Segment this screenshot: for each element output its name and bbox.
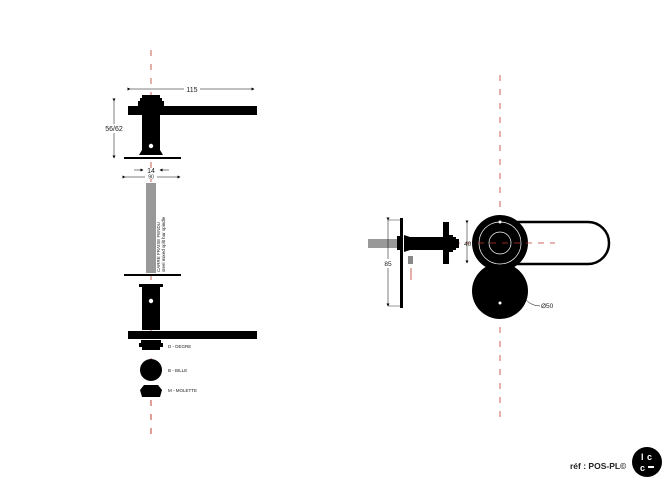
- spindle-label-en: steel mixed split bar spindle: [161, 216, 166, 272]
- dim-side-height: 85: [384, 261, 392, 268]
- dim-front-height: 40: [464, 241, 472, 248]
- rose-plate-bottom: [124, 274, 181, 276]
- finial-label-molette: M - MOLETTE: [168, 388, 197, 393]
- grub-screw: [408, 256, 413, 264]
- rose-front: [472, 263, 528, 319]
- lever-hub-front: [472, 215, 528, 271]
- finial-label-bille: B - BILLE: [168, 368, 187, 373]
- lever-neck-bottom: [142, 287, 160, 330]
- dim-rose: 90: [148, 175, 154, 181]
- spindle-side: [368, 239, 399, 248]
- svg-text:c: c: [647, 452, 652, 462]
- svg-text:l: l: [641, 452, 644, 462]
- dim-spindle: 14: [147, 168, 155, 175]
- finial-degre: [139, 340, 163, 350]
- dim-height: 56/62: [105, 126, 123, 133]
- lever-bar-top: [128, 106, 257, 115]
- rose-plate-side: [400, 218, 403, 308]
- reference-label: réf : POS-PL©: [570, 461, 627, 471]
- svg-text:c: c: [640, 463, 645, 473]
- exploded-view: 115 56/62 14 90 CARRE FRAISE FENDU steel…: [104, 50, 257, 440]
- lever-loop: [500, 220, 611, 266]
- dim-rose-diameter: Ø50: [541, 303, 554, 310]
- dim-length: 115: [186, 87, 197, 94]
- finial-molette: [140, 385, 162, 397]
- lever-body-side: [404, 235, 443, 252]
- side-view: 85: [368, 217, 470, 308]
- front-view: 40 Ø50: [464, 75, 611, 420]
- rose-plate-top: [124, 157, 181, 159]
- lever-neck-top: [142, 115, 160, 150]
- finial-bille: [140, 359, 162, 381]
- finial-label-degre: D - DEGRE: [168, 344, 191, 349]
- lever-bar-bottom: [128, 331, 257, 339]
- spindle-label-fr: CARRE FRAISE FENDU: [156, 222, 161, 272]
- spindle: [146, 183, 156, 273]
- brand-logo: l c c: [632, 447, 662, 477]
